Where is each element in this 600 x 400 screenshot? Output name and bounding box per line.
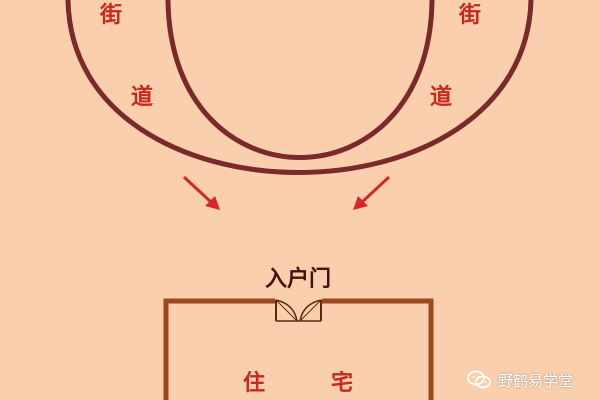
street-label-left-bottom: 道	[131, 84, 153, 110]
arrow-right-icon	[353, 175, 391, 210]
house-outline	[163, 298, 434, 400]
street-label-right-bottom: 道	[430, 84, 452, 110]
street-inner-outline	[165, 0, 435, 160]
street-label-right-top: 街	[458, 2, 481, 28]
watermark: 野鹤易学堂	[466, 367, 573, 393]
street-outer-outline	[65, 0, 534, 175]
wechat-icon	[467, 370, 491, 389]
entrance-label: 入户门	[265, 266, 331, 292]
double-door-icon	[275, 298, 322, 322]
arrow-left-icon	[182, 175, 220, 210]
watermark-text: 野鹤易学堂	[498, 371, 574, 390]
house-label-left: 住	[243, 370, 265, 396]
house-label-right: 宅	[331, 370, 353, 396]
street-label-left-top: 街	[99, 2, 122, 28]
